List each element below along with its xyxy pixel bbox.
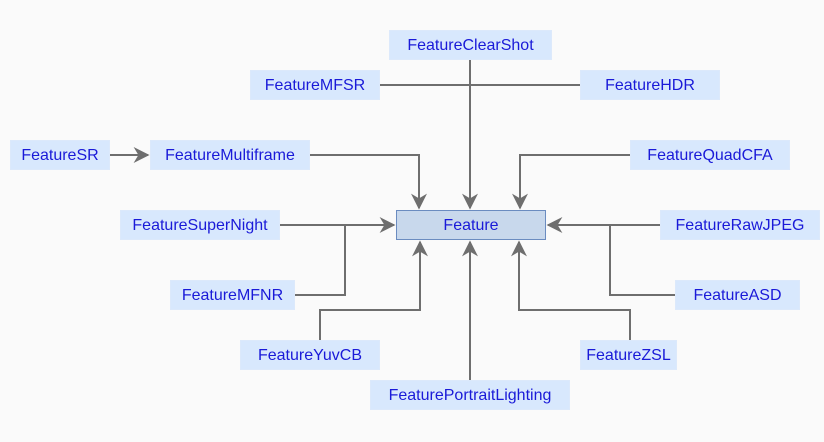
node-feature-raw-jpeg[interactable]: FeatureRawJPEG: [660, 210, 820, 240]
node-feature-quad-cfa[interactable]: FeatureQuadCFA: [630, 140, 790, 170]
edge-asd-feature: [609, 225, 675, 296]
node-feature-sr[interactable]: FeatureSR: [10, 140, 110, 170]
edge-zsl-feature: [511, 240, 631, 340]
node-feature-mfnr[interactable]: FeatureMFNR: [170, 280, 295, 310]
node-feature-clear-shot[interactable]: FeatureClearShot: [389, 30, 552, 60]
node-feature-multiframe[interactable]: FeatureMultiframe: [150, 140, 310, 170]
edge-yuvcb-feature: [319, 240, 428, 340]
edge-multiframe-feature: [310, 154, 427, 210]
node-feature-portrait-lighting[interactable]: FeaturePortraitLighting: [370, 380, 570, 410]
node-feature-yuv-cb[interactable]: FeatureYuvCB: [240, 340, 380, 370]
edge-quadcfa-feature: [512, 154, 630, 210]
node-feature-mfsr[interactable]: FeatureMFSR: [250, 70, 380, 100]
node-feature-hdr[interactable]: FeatureHDR: [580, 70, 720, 100]
node-feature-super-night[interactable]: FeatureSuperNight: [120, 210, 280, 240]
node-feature-zsl[interactable]: FeatureZSL: [580, 340, 677, 370]
node-feature-asd[interactable]: FeatureASD: [675, 280, 800, 310]
edge-mfnr-feature: [295, 225, 346, 296]
node-feature[interactable]: Feature: [396, 210, 546, 240]
